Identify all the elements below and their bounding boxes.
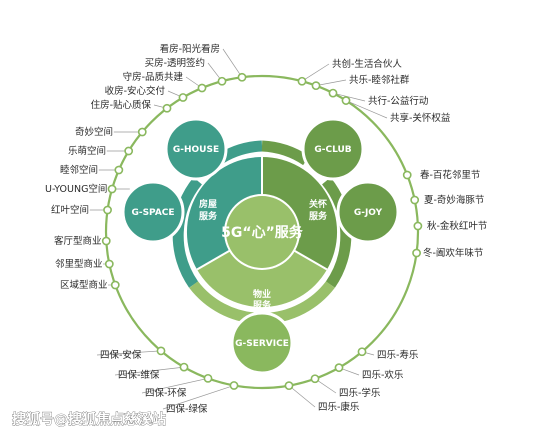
sector-label-house-1: 房屋 xyxy=(199,198,217,210)
ring-dot-service-left-1 xyxy=(179,362,189,372)
item-label-space-3: U-YOUNG空间 xyxy=(45,183,107,195)
ring-dot-space-2 xyxy=(114,165,124,175)
ring-dot-house-1 xyxy=(217,76,227,86)
ring-dot-joy-2 xyxy=(413,221,423,231)
watermark: 搜狐号@搜狐焦点慈溪站 xyxy=(12,411,166,428)
connector-club-2 xyxy=(332,92,366,102)
ring-dot-house-3 xyxy=(178,93,188,102)
node-g-house-label: G-HOUSE xyxy=(173,145,219,155)
item-label-joy-3: 冬-阖欢年味节 xyxy=(423,247,483,259)
middle-ring-left xyxy=(172,177,203,288)
item-label-service-left-0: 四保-安保 xyxy=(100,349,142,361)
item-label-house-1: 买房-透明签约 xyxy=(145,57,205,69)
sector-label-house-2: 服务 xyxy=(199,210,218,222)
item-label-service-right-3: 四乐-康乐 xyxy=(318,401,360,413)
connector-service-left-3 xyxy=(162,385,235,410)
ring-dot-joy-3 xyxy=(412,248,421,258)
sector-label-property-2: 服务 xyxy=(253,299,272,311)
item-label-house-3: 收房-安心交付 xyxy=(105,85,166,97)
item-label-service-left-2: 四保-环保 xyxy=(145,387,187,399)
ring-dot-service-right-2 xyxy=(310,374,320,384)
connector-club-1 xyxy=(315,79,347,86)
item-label-space-6: 邻里型商业 xyxy=(55,258,103,270)
outer-ring xyxy=(104,74,420,390)
item-label-space-0: 奇妙空间 xyxy=(75,126,113,138)
ring-dot-space-3 xyxy=(107,184,117,194)
ring-dot-space-6 xyxy=(104,259,114,269)
ring-dot-club-2 xyxy=(328,88,338,98)
sector-label-property-1: 物业 xyxy=(253,288,271,300)
node-g-service-label: G-SERVICE xyxy=(235,339,289,349)
ring-dot-service-left-3 xyxy=(229,381,239,390)
ring-dot-joy-0 xyxy=(402,170,412,180)
ring-dot-house-2 xyxy=(197,83,207,93)
sector-label-care-2: 服务 xyxy=(309,210,328,222)
ring-dot-service-right-1 xyxy=(334,363,344,373)
item-label-club-0: 共创-生活合伙人 xyxy=(332,58,402,70)
ring-dot-service-left-2 xyxy=(203,373,213,383)
node-g-joy: G-JOY xyxy=(336,180,400,244)
item-label-space-7: 区域型商业 xyxy=(60,279,108,291)
inner-circle: 5G“心”服务 房屋 服务 关怀 服务 物业 服务 xyxy=(186,156,338,311)
item-label-service-right-0: 四乐-寿乐 xyxy=(377,349,419,361)
node-g-house: G-HOUSE xyxy=(164,117,228,181)
item-label-service-right-1: 四乐-欢乐 xyxy=(362,369,404,381)
item-label-club-3: 共享-关怀权益 xyxy=(390,112,451,124)
connector-service-right-3 xyxy=(288,385,316,408)
connector-service-left-0 xyxy=(96,350,162,356)
node-g-space: G-SPACE xyxy=(121,180,185,244)
node-g-service: G-SERVICE xyxy=(230,311,294,375)
connector-house-0 xyxy=(222,48,243,78)
ring-dot-space-1 xyxy=(124,146,134,156)
item-label-house-2: 守房-品质共建 xyxy=(123,71,184,83)
connector-service-left-2 xyxy=(141,378,209,394)
ring-dot-space-5 xyxy=(101,236,111,246)
item-label-service-right-2: 四乐-学乐 xyxy=(339,387,381,399)
item-label-house-4: 住房-贴心质保 xyxy=(91,99,152,111)
item-label-joy-0: 春-百花邻里节 xyxy=(420,169,480,181)
node-g-club-label: G-CLUB xyxy=(314,145,351,155)
item-label-space-4: 红叶空间 xyxy=(51,204,89,216)
ring-dot-service-right-0 xyxy=(357,347,367,357)
connector-club-3 xyxy=(345,100,388,119)
item-label-club-2: 共行-公益行动 xyxy=(368,95,428,107)
center-title: 5G“心”服务 xyxy=(221,224,304,241)
ring-dot-house-0 xyxy=(237,72,247,82)
ring-dot-joy-1 xyxy=(410,195,420,205)
item-label-service-left-3: 四保-绿保 xyxy=(166,403,208,415)
ring-dot-service-right-3 xyxy=(284,381,294,391)
item-label-space-1: 乐萌空间 xyxy=(68,145,106,157)
sector-label-care-1: 关怀 xyxy=(309,198,327,210)
connector-service-left-1 xyxy=(114,366,185,376)
ring-dot-club-0 xyxy=(297,76,307,86)
ring-dot-club-3 xyxy=(341,96,351,105)
item-label-club-1: 共乐-睦邻社群 xyxy=(349,74,410,86)
item-label-joy-2: 秋-金秋红叶节 xyxy=(427,220,487,232)
item-label-space-5: 客厅型商业 xyxy=(54,235,102,247)
center-disc xyxy=(226,196,298,268)
ring-dot-house-4 xyxy=(162,103,172,113)
item-label-joy-1: 夏-奇妙海豚节 xyxy=(424,194,484,206)
ring-dot-club-1 xyxy=(311,81,321,91)
ring-dot-space-7 xyxy=(110,280,120,290)
item-label-house-0: 看房-阳光看房 xyxy=(160,43,220,55)
node-g-space-label: G-SPACE xyxy=(131,208,174,218)
connector-club-0 xyxy=(301,63,330,82)
ring-dot-space-0 xyxy=(137,127,147,137)
ring-dot-service-left-0 xyxy=(156,346,166,356)
item-label-service-left-1: 四保-维保 xyxy=(118,369,160,381)
ring-dot-space-4 xyxy=(103,205,112,215)
node-g-club: G-CLUB xyxy=(301,117,365,181)
node-g-joy-label: G-JOY xyxy=(354,208,383,218)
item-label-space-2: 睦邻空间 xyxy=(60,164,98,176)
